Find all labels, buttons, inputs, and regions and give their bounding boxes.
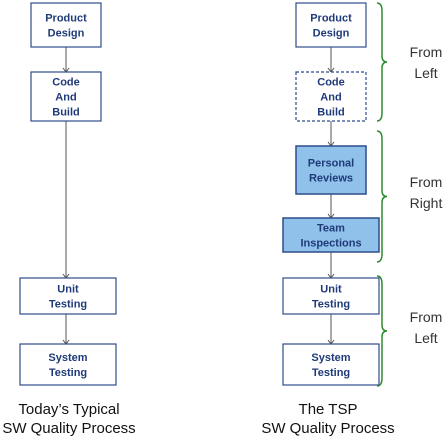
left-unit-testing-rect [19, 277, 117, 315]
right-caption-line-1: SW Quality Process [261, 420, 394, 437]
left-product-design-rect [30, 2, 102, 48]
right-system-testing-label-0: System [311, 352, 350, 364]
left-unit-testing-label-1: Testing [49, 299, 87, 311]
left-caption-line-1: SW Quality Process [2, 420, 135, 437]
right-product-design-label-1: Design [313, 28, 350, 40]
left-product-design-label-0: Product [45, 13, 87, 25]
left-product-design-label-1: Design [48, 28, 85, 40]
side-label-bottom-1: Left [414, 330, 437, 346]
right-system-testing-rect [282, 343, 380, 386]
left-system-testing-rect [19, 343, 117, 386]
right-unit-testing-rect [282, 277, 380, 315]
right-personal-reviews-label-0: Personal [308, 158, 354, 170]
process-boxes: ProductDesignCodeAndBuildUnitTestingSyst… [19, 2, 380, 386]
left-code-and-build-label-0: Code [52, 77, 80, 89]
right-code-and-build-rect [295, 71, 367, 122]
right-personal-reviews-rect [295, 145, 367, 195]
brace-top [376, 2, 388, 122]
right-product-design-rect [295, 2, 367, 48]
left-code-and-build-label-2: Build [52, 107, 80, 119]
side-label-top-1: Left [414, 65, 437, 81]
right-team-inspections-rect [282, 217, 380, 253]
braces [376, 2, 388, 387]
side-label-top-0: From [410, 44, 443, 60]
right-personal-reviews-label-1: Reviews [309, 173, 353, 185]
side-label-middle-1: Right [410, 195, 443, 211]
right-system-testing-label-1: Testing [312, 367, 350, 379]
left-unit-testing-label-0: Unit [57, 284, 79, 296]
right-unit-testing-label-1: Testing [312, 299, 350, 311]
left-code-and-build-rect [30, 71, 102, 122]
right-code-and-build-label-1: And [320, 92, 341, 104]
brace-middle [376, 130, 388, 263]
right-team-inspections-label-0: Team [317, 223, 345, 235]
left-system-testing-label-1: Testing [49, 367, 87, 379]
left-system-testing-label-0: System [48, 352, 87, 364]
side-label-middle-0: From [410, 174, 443, 190]
right-team-inspections-label-1: Inspections [300, 238, 361, 250]
right-code-and-build-label-0: Code [317, 77, 345, 89]
right-unit-testing-label-0: Unit [320, 284, 342, 296]
right-caption-line-0: The TSP [299, 401, 358, 418]
left-caption-line-0: Today’s Typical [18, 401, 119, 418]
right-code-and-build-label-2: Build [317, 107, 345, 119]
brace-bottom [376, 275, 388, 387]
side-label-bottom-0: From [410, 309, 443, 325]
left-code-and-build-label-1: And [55, 92, 76, 104]
right-product-design-label-0: Product [310, 13, 352, 25]
